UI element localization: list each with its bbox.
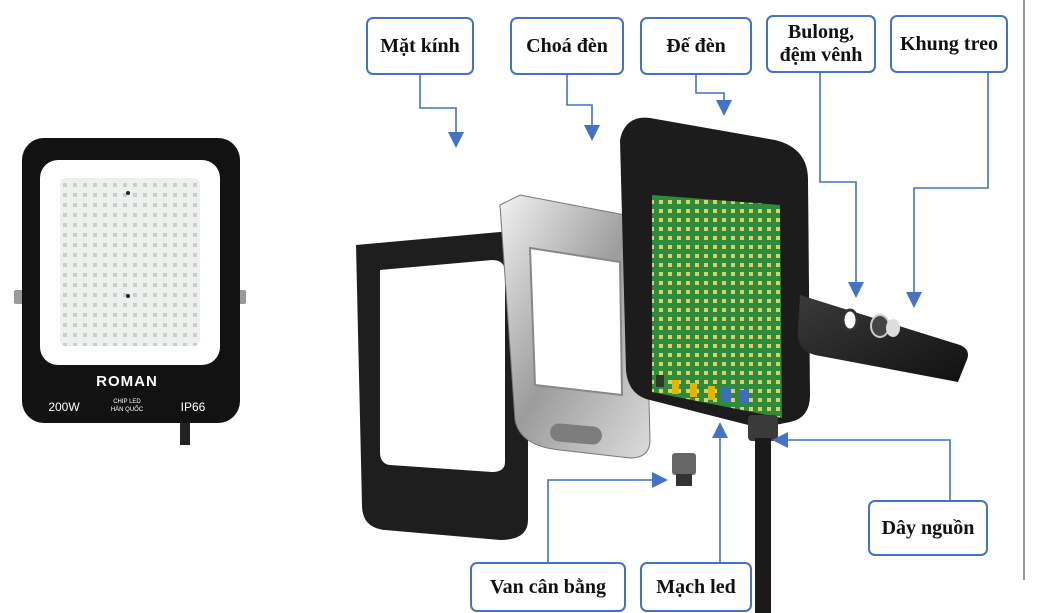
bracket-part [797,295,968,382]
product-led-array [60,178,200,346]
label-mach-led: Mạch led [640,562,752,612]
valve-part [672,453,696,486]
brand-label: ROMAN [96,373,158,390]
power-label: 200W [48,400,80,414]
lens-frame-part [356,232,528,540]
chip-label-1: CHIP LED [113,399,141,405]
label-van-can-bang: Van cân bằng [470,562,626,612]
label-khung-treo: Khung treo [890,15,1008,73]
power-cable-part [748,415,778,613]
base-part [620,117,810,428]
label-choa-den: Choá đèn [510,17,624,75]
label-de-den: Đế đèn [640,17,752,75]
chip-label-2: HÀN QUỐC [111,406,144,413]
bolt-washer-part [841,308,859,332]
pcb-components [656,375,749,404]
product-photo [14,138,246,445]
label-day-nguon: Dây nguồn [868,500,988,556]
label-mat-kinh: Mặt kính [366,17,474,75]
ip-rating-label: IP66 [181,400,206,414]
product-cable-stub [180,423,190,445]
label-bulong: Bulong, đệm vênh [766,15,876,73]
label-bulong-line2: đệm vênh [779,44,863,66]
label-bulong-line1: Bulong, [787,21,855,43]
callout-arrows [419,72,989,562]
reflector-part [499,194,651,459]
pcb-board [652,195,782,418]
